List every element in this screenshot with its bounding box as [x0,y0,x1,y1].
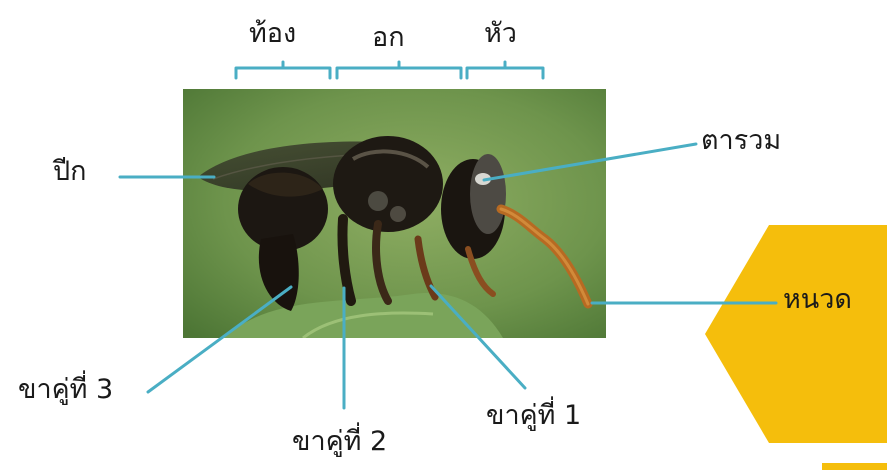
label-thorax: อก [372,24,405,51]
label-leg-pair-3: ขาคู่ที่ 3 [18,376,113,403]
bracket-abdomen [236,62,330,78]
label-compound-eye: ตารวม [701,127,781,154]
leader-leg-pair-3 [148,287,291,392]
label-abdomen: ท้อง [249,20,296,47]
bracket-thorax [337,62,461,78]
label-leg-pair-1: ขาคู่ที่ 1 [486,402,581,429]
leader-compound-eye [484,144,696,180]
label-head: หัว [484,20,517,47]
label-antenna: หนวด [783,286,852,313]
label-leg-pair-2: ขาคู่ที่ 2 [292,428,387,455]
bracket-head [467,62,543,78]
leader-leg-pair-1 [431,286,525,388]
label-wing: ปีก [53,158,87,185]
